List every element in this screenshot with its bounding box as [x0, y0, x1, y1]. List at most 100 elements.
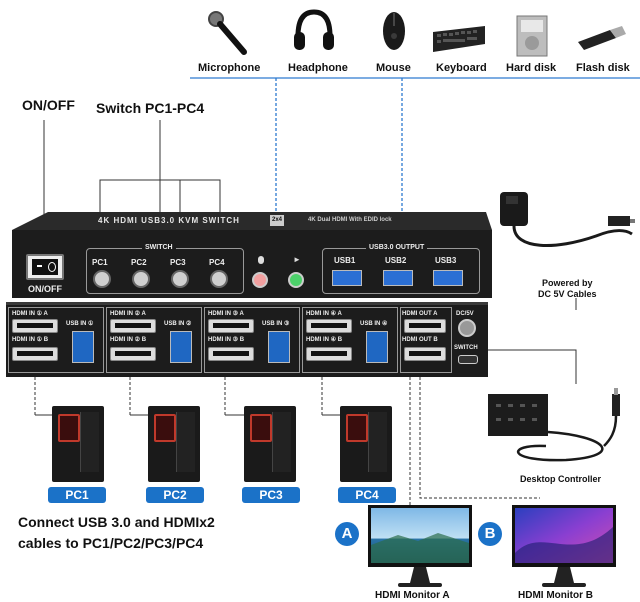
on-off-callout: ON/OFF	[22, 97, 75, 113]
device-subtitle: 4K Dual HDMI With EDID lock	[308, 217, 392, 223]
switch-pc1-button[interactable]	[93, 270, 111, 288]
group2-usb-label: USB IN ②	[164, 321, 192, 327]
switch-pc4-label: PC4	[209, 258, 225, 267]
group2-hdmi-b-label: HDMI IN ② B	[110, 337, 147, 343]
pc3-badge: PC3	[242, 487, 300, 503]
group3-usb-port[interactable]	[268, 331, 290, 363]
hard-disk-label: Hard disk	[506, 62, 557, 74]
monitor-a-icon	[368, 505, 472, 589]
input-group-3	[204, 307, 300, 373]
microphone-icon	[204, 8, 254, 58]
microphone-label: Microphone	[198, 62, 261, 74]
output-group	[400, 307, 452, 373]
group3-usb-label: USB IN ③	[262, 321, 290, 327]
group4-usb-port[interactable]	[366, 331, 388, 363]
switch-port[interactable]	[458, 355, 478, 364]
device-badge: 2x4	[270, 215, 285, 226]
keyboard-label: Keyboard	[436, 62, 487, 74]
speaker-small-icon: ►	[293, 255, 301, 264]
dc-label: DC/5V	[456, 311, 474, 317]
monitor-a-badge: A	[335, 522, 359, 546]
headphone-icon	[292, 6, 336, 56]
switch-pc3-label: PC3	[170, 258, 186, 267]
power-adapter-icon	[496, 190, 636, 264]
switch-pc-callout: Switch PC1-PC4	[96, 100, 205, 116]
headphone-jack[interactable]	[288, 272, 304, 288]
power-callout-line2: DC 5V Cables	[538, 289, 597, 299]
mic-jack[interactable]	[252, 272, 268, 288]
group2-usb-port[interactable]	[170, 331, 192, 363]
hdmi-out-b-label: HDMI OUT B	[402, 337, 438, 343]
group1-usb-label: USB IN ①	[66, 321, 94, 327]
group3-hdmi-b-label: HDMI IN ③ B	[208, 337, 245, 343]
pc2-tower-icon	[148, 406, 200, 482]
group3-hdmi-a-port[interactable]	[208, 319, 254, 333]
pc3-tower-icon	[244, 406, 296, 482]
connect-caption-line2: cables to PC1/PC2/PC3/PC4	[18, 535, 204, 551]
group2-hdmi-a-label: HDMI IN ② A	[110, 311, 146, 317]
usb2-port[interactable]	[383, 270, 413, 286]
pc1-tower-icon	[52, 406, 104, 482]
usb3-port[interactable]	[433, 270, 463, 286]
mic-small-icon	[258, 256, 264, 264]
switch-pc4-button[interactable]	[210, 270, 228, 288]
power-callout-line1: Powered by	[542, 278, 593, 288]
hdmi-out-b-port[interactable]	[404, 347, 446, 361]
group4-hdmi-a-label: HDMI IN ④ A	[306, 311, 342, 317]
group1-hdmi-a-label: HDMI IN ① A	[12, 311, 48, 317]
group1-hdmi-b-label: HDMI IN ① B	[12, 337, 49, 343]
power-switch-label: ON/OFF	[28, 284, 62, 294]
pc4-badge: PC4	[338, 487, 396, 503]
mouse-label: Mouse	[376, 62, 411, 74]
desktop-controller-label: Desktop Controller	[520, 474, 602, 484]
pc4-tower-icon	[340, 406, 392, 482]
power-switch[interactable]	[26, 254, 64, 280]
pc2-badge: PC2	[146, 487, 204, 503]
group2-hdmi-b-port[interactable]	[110, 347, 156, 361]
group4-hdmi-a-port[interactable]	[306, 319, 352, 333]
group4-usb-label: USB IN ④	[360, 321, 388, 327]
dc-jack[interactable]	[458, 319, 476, 337]
input-group-2	[106, 307, 202, 373]
kvm-front-panel: 4K HDMI USB3.0 KVM SWITCH 4K Dual HDMI W…	[8, 212, 492, 298]
group1-hdmi-a-port[interactable]	[12, 319, 58, 333]
hdmi-out-a-port[interactable]	[404, 319, 446, 333]
group4-hdmi-b-port[interactable]	[306, 347, 352, 361]
kvm-back-panel: HDMI IN ① A HDMI IN ① B USB IN ① HDMI IN…	[6, 302, 488, 377]
usb1-port[interactable]	[332, 270, 362, 286]
keyboard-icon	[431, 22, 487, 54]
input-group-4	[302, 307, 398, 373]
switch-port-label: SWITCH	[454, 345, 478, 351]
input-group-1	[8, 307, 104, 373]
hard-disk-icon	[514, 14, 552, 58]
headphone-label: Headphone	[288, 62, 348, 74]
switch-pc3-button[interactable]	[171, 270, 189, 288]
group3-hdmi-a-label: HDMI IN ③ A	[208, 311, 244, 317]
switch-pc2-button[interactable]	[132, 270, 150, 288]
monitor-b-label: HDMI Monitor B	[518, 590, 593, 601]
switch-pc2-label: PC2	[131, 258, 147, 267]
monitor-a-label: HDMI Monitor A	[375, 590, 450, 601]
mouse-icon	[381, 10, 407, 52]
switch-pc1-label: PC1	[92, 258, 108, 267]
usb-output-label: USB3.0 OUTPUT	[366, 242, 428, 253]
usb2-label: USB2	[385, 256, 407, 265]
group2-hdmi-a-port[interactable]	[110, 319, 156, 333]
hdmi-out-a-label: HDMI OUT A	[402, 311, 438, 317]
device-title: 4K HDMI USB3.0 KVM SWITCH	[98, 216, 240, 225]
group1-usb-port[interactable]	[72, 331, 94, 363]
monitor-b-icon	[512, 505, 616, 589]
monitor-b-badge: B	[478, 522, 502, 546]
usb3-label: USB3	[435, 256, 457, 265]
usb1-label: USB1	[334, 256, 356, 265]
group4-hdmi-b-label: HDMI IN ④ B	[306, 337, 343, 343]
desktop-controller-icon	[486, 384, 634, 464]
flash-disk-icon	[576, 26, 626, 52]
switch-group-label: SWITCH	[142, 242, 176, 253]
connect-caption-line1: Connect USB 3.0 and HDMIx2	[18, 514, 215, 530]
group1-hdmi-b-port[interactable]	[12, 347, 58, 361]
group3-hdmi-b-port[interactable]	[208, 347, 254, 361]
flash-disk-label: Flash disk	[576, 62, 630, 74]
pc1-badge: PC1	[48, 487, 106, 503]
